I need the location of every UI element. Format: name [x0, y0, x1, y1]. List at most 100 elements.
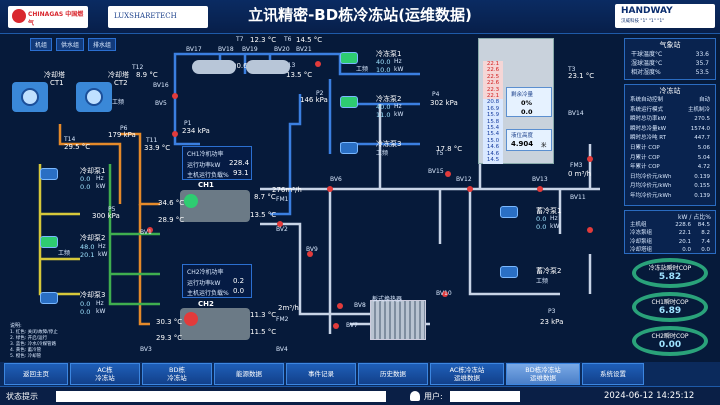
cold-remaining-label: 剩余冷量 — [511, 92, 534, 98]
chinagas-logo-icon — [12, 9, 26, 23]
ch1-load-label: 主机运行负载% — [187, 172, 229, 179]
chilled-pump-2-kw: 11.0 — [376, 111, 391, 119]
ch1-power-value: 228.4 — [229, 159, 250, 167]
note-line: 2. 绿色: 开启/运行 — [10, 336, 48, 341]
yellow-pipes — [38, 164, 80, 296]
cooling-tower-2[interactable] — [76, 82, 112, 112]
datetime: 2024-06-12 14:25:12 — [604, 391, 695, 401]
valve-bv5[interactable]: BV5 — [155, 100, 167, 107]
storage-pump-2[interactable] — [500, 266, 518, 278]
tank-temp-cell: 14.5 — [483, 157, 503, 164]
cop-label: CH2瞬时COP — [651, 333, 689, 340]
tab-drain[interactable]: 排水组 — [88, 38, 117, 51]
tab-unit[interactable]: 机组 — [30, 38, 53, 51]
cooling-pump-3[interactable] — [40, 292, 58, 304]
valve-bv11[interactable]: BV11 — [570, 194, 586, 201]
power-kw: 228.6 — [675, 222, 691, 228]
valve-bv10[interactable]: BV10 — [436, 290, 452, 297]
cooling-pump-2-hz: 48.0 — [80, 243, 95, 251]
valve-bv17[interactable]: BV17 — [186, 46, 202, 53]
nav-2[interactable]: BD栋 冷冻站 — [142, 363, 212, 385]
cooling-pump-3-hz: 0.0 — [80, 300, 91, 308]
storage-pump-1[interactable] — [500, 206, 518, 218]
nav-label: AC栋 冷冻站 — [95, 366, 115, 382]
fm3-value: 0 m³/h — [568, 170, 592, 178]
valve-bv6[interactable]: BV6 — [330, 176, 342, 183]
power-label: 冷冻泵组 — [630, 230, 653, 237]
unit-hz: Hz — [96, 175, 104, 182]
cold-remaining-box: 剩余冷量 0% 0.0 — [506, 87, 552, 117]
status-bar: 状态提示 用户: 2024-06-12 14:25:12 — [0, 386, 720, 405]
p4-value: 302 kPa — [430, 99, 458, 107]
nav-7[interactable]: BD栋冷冻站 运维数据 — [506, 363, 580, 385]
valve-bv9[interactable]: BV9 — [306, 246, 318, 253]
storage-pump-2-state: 工频 — [536, 278, 549, 285]
valve-bv21[interactable]: BV21 — [296, 46, 312, 53]
valve-bv7[interactable]: BV7 — [346, 322, 358, 329]
chilled-pump-1[interactable] — [340, 52, 358, 64]
cooling-pump-1[interactable] — [40, 168, 58, 180]
weather-value: 33.6 — [695, 51, 709, 58]
tank-temp-cell: 16.9 — [483, 105, 503, 113]
valve-bv2[interactable]: BV2 — [276, 226, 288, 233]
nav-0[interactable]: 返回主页 — [4, 363, 68, 385]
chilled-pump-3[interactable] — [340, 142, 358, 154]
chilled-pump-1-kw: 10.0 — [376, 66, 391, 74]
unit-kw: kW — [96, 308, 106, 315]
chilled-pump-2[interactable] — [340, 96, 358, 108]
ch2-chiller[interactable] — [180, 308, 250, 340]
power-pct: 8.2 — [701, 230, 710, 237]
valve-bv18[interactable]: BV18 — [218, 46, 234, 53]
level-label: 液位高度 — [511, 133, 534, 139]
valve-bv13[interactable]: BV13 — [532, 176, 548, 183]
valve-bv4[interactable]: BV4 — [276, 346, 288, 353]
ch2-power-label: 运行功率kW — [187, 280, 221, 287]
valve-bv20[interactable]: BV20 — [274, 46, 290, 53]
nav-8[interactable]: 系统设置 — [582, 363, 644, 385]
supply-pipes — [260, 104, 600, 334]
storage-pump-1-kw: 0.0 — [536, 223, 547, 231]
power-pct: 0.0 — [701, 247, 710, 254]
valve-bv14[interactable]: BV14 — [568, 110, 584, 117]
pump-icon — [340, 142, 358, 154]
ch1-chiller[interactable] — [180, 190, 250, 222]
cooling-pump-1-hz: 0.0 — [80, 175, 91, 183]
p2-label: P2 — [316, 90, 324, 97]
level-unit: 米 — [541, 143, 547, 149]
user-field[interactable] — [450, 391, 520, 402]
valve-bv12[interactable]: BV12 — [456, 176, 472, 183]
valve-bv8[interactable]: BV8 — [354, 302, 366, 309]
plant-label: 日累计 COP — [630, 144, 660, 151]
valve-bv15[interactable]: BV15 — [428, 168, 444, 175]
piping-diagram — [38, 52, 600, 334]
cooling-tower-1[interactable] — [12, 82, 48, 112]
separator-2 — [246, 60, 290, 74]
nav-3[interactable]: 能源数据 — [214, 363, 284, 385]
plate-heat-exchanger[interactable] — [370, 300, 426, 340]
ch2-t4: 11.5 °C — [250, 328, 277, 336]
valve-bv19[interactable]: BV19 — [242, 46, 258, 53]
tab-supply[interactable]: 供水组 — [56, 38, 85, 51]
valve-bv1[interactable]: BV1 — [140, 229, 152, 236]
valve-bv3[interactable]: BV3 — [140, 346, 152, 353]
p5-label: P5 — [108, 206, 116, 213]
valve-bv16[interactable]: BV16 — [153, 82, 169, 89]
t6-value: 14.5 °C — [296, 36, 323, 44]
load-percent: 90.6 % — [232, 62, 257, 70]
note-line: 3. 蓝色: 冷水/冷媒管路 — [10, 342, 57, 347]
nav-5[interactable]: 历史数据 — [358, 363, 428, 385]
t14-value: 29.5 °C — [64, 143, 91, 151]
cooling-pump-1-name: 冷却泵1 — [80, 167, 106, 175]
weather-value: 53.5 — [695, 69, 709, 76]
status-label: 状态提示 — [6, 392, 38, 401]
nav-1[interactable]: AC栋 冷冻站 — [70, 363, 140, 385]
tank-temp-cell: 14.6 — [483, 150, 503, 158]
cooling-pump-2[interactable] — [40, 236, 58, 248]
nav-6[interactable]: AC栋冷冻站 运维数据 — [430, 363, 504, 385]
nav-4[interactable]: 事件记录 — [286, 363, 356, 385]
cop-value: 6.89 — [658, 306, 682, 316]
pump-icon — [340, 52, 358, 64]
